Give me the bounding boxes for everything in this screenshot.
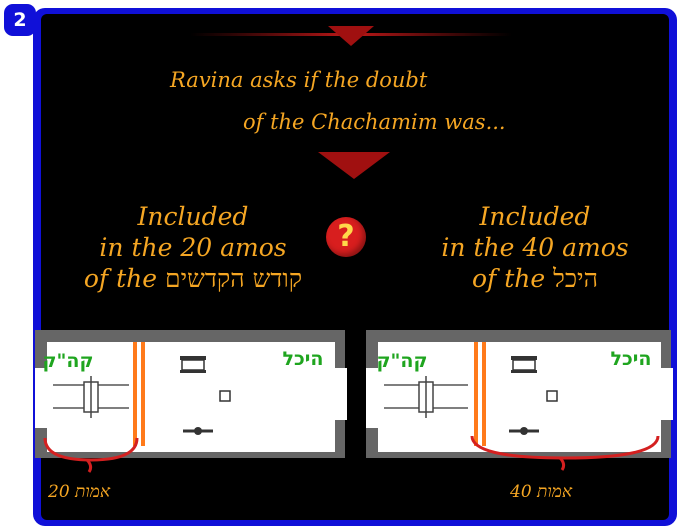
left-ark-icon xyxy=(53,376,129,418)
right-ark-icon xyxy=(384,376,468,418)
left-table-icon xyxy=(180,356,206,373)
option-left-line1: Included xyxy=(137,202,249,231)
intro-line-1: Ravina asks if the doubt xyxy=(170,68,428,92)
right-measure-label: 40 אמות xyxy=(510,482,573,502)
option-right-line3: of the היכל xyxy=(395,263,675,294)
left-building-entrance xyxy=(335,368,347,420)
right-table-icon xyxy=(511,356,537,373)
question-mark-icon: ? xyxy=(326,217,366,257)
left-menorah-icon xyxy=(183,427,213,435)
option-right-hebrew: היכל xyxy=(553,264,598,293)
right-curtain-line-1 xyxy=(474,342,478,446)
option-left-line3: of the קודש הקדשים xyxy=(48,263,338,294)
left-building-diagram: קה"ק היכל xyxy=(35,330,347,473)
option-right-prefix: of the xyxy=(471,264,546,293)
left-measure-tick xyxy=(85,458,93,473)
right-altar-icon xyxy=(546,390,558,402)
left-measure-bracket xyxy=(43,437,139,462)
bottom-ornament-triangle xyxy=(318,152,390,179)
left-kodesh-label: קה"ק xyxy=(43,350,94,372)
option-left-line2: in the 20 amos xyxy=(99,233,287,262)
left-heichal-label: היכל xyxy=(283,348,324,370)
left-curtain-line-1 xyxy=(133,342,137,446)
right-kodesh-label: קה"ק xyxy=(377,350,428,372)
right-curtain-line-2 xyxy=(482,342,486,446)
option-left-text: Included in the 20 amos of the קודש הקדש… xyxy=(48,201,338,294)
option-right-text: Included in the 40 amos of the היכל xyxy=(395,201,675,294)
right-measure-bracket xyxy=(470,435,660,460)
left-building-opening xyxy=(35,368,47,428)
left-curtain-line-2 xyxy=(141,342,145,446)
option-right-line1: Included xyxy=(479,202,591,231)
option-right-line2: in the 40 amos xyxy=(441,233,629,262)
option-left-prefix: of the xyxy=(83,264,158,293)
right-building-opening xyxy=(366,368,378,428)
right-measure-tick xyxy=(558,456,566,471)
right-building-entrance xyxy=(661,368,673,420)
intro-line-2: of the Chachamim was... xyxy=(243,110,506,134)
slide-number-badge: 2 xyxy=(4,4,36,36)
top-ornament-divider xyxy=(190,26,512,46)
right-building-diagram: קה"ק היכל xyxy=(366,330,673,471)
option-left-hebrew: קודש הקדשים xyxy=(165,264,303,293)
left-altar-icon xyxy=(219,390,231,402)
left-measure-label: 20 אמות xyxy=(48,482,111,502)
right-menorah-icon xyxy=(509,427,539,435)
right-heichal-label: היכל xyxy=(611,348,652,370)
